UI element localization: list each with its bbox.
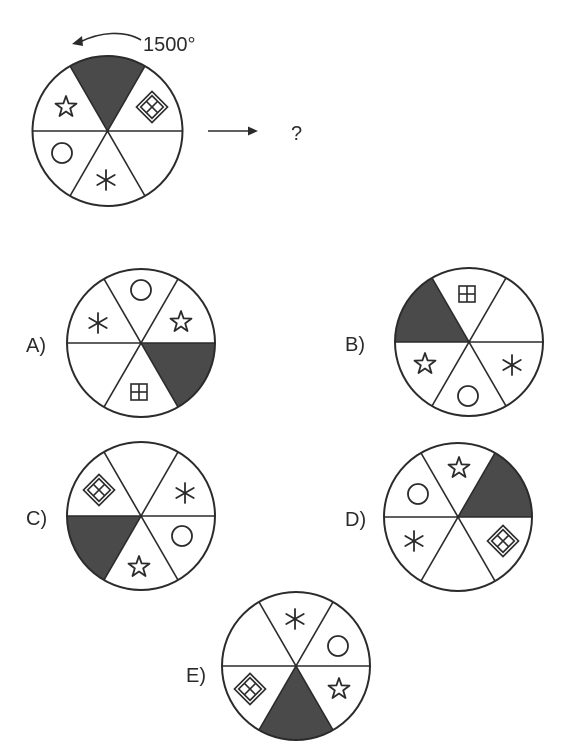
circle-icon (407, 483, 429, 505)
asterisk-icon (285, 608, 305, 630)
window-diamond-icon (135, 90, 169, 124)
option-label-d: D) (345, 509, 366, 531)
rotation-arrow-icon (72, 32, 142, 46)
filled-sector (141, 343, 215, 408)
option-label-b: B) (345, 334, 365, 356)
option-e-circle (221, 591, 371, 741)
star-icon (127, 555, 151, 577)
window-square-icon (458, 285, 476, 303)
option-d-circle (383, 442, 533, 592)
option-b-circle (394, 267, 544, 417)
rotation-label: 1500° (143, 34, 196, 56)
option-a-circle (66, 268, 216, 418)
question-mark: ? (291, 123, 302, 145)
filled-sector (70, 56, 145, 131)
star-icon (54, 95, 78, 117)
asterisk-icon (404, 530, 424, 552)
window-diamond-icon (233, 672, 267, 706)
option-label-a: A) (26, 335, 46, 357)
window-diamond-icon (486, 524, 520, 558)
option-label-c: C) (26, 508, 47, 530)
question-circle (31, 55, 184, 207)
star-icon (413, 352, 437, 374)
filled-sector (259, 666, 333, 741)
filled-sector (395, 277, 469, 342)
right-arrow-icon (208, 126, 258, 136)
asterisk-icon (175, 482, 195, 504)
star-icon (447, 456, 471, 478)
filled-sector (67, 516, 141, 581)
option-label-e: E) (186, 665, 206, 687)
window-diamond-icon (82, 473, 116, 507)
star-icon (169, 310, 193, 332)
circle-icon (457, 385, 479, 407)
circle-icon (327, 635, 349, 657)
window-square-icon (130, 383, 148, 401)
asterisk-icon (88, 312, 108, 334)
option-c-circle (66, 441, 216, 591)
circle-icon (130, 279, 152, 301)
asterisk-icon (502, 354, 522, 376)
filled-sector (458, 452, 532, 517)
asterisk-icon (96, 169, 116, 191)
circle-icon (171, 525, 193, 547)
circle-icon (51, 142, 73, 164)
star-icon (327, 677, 351, 699)
